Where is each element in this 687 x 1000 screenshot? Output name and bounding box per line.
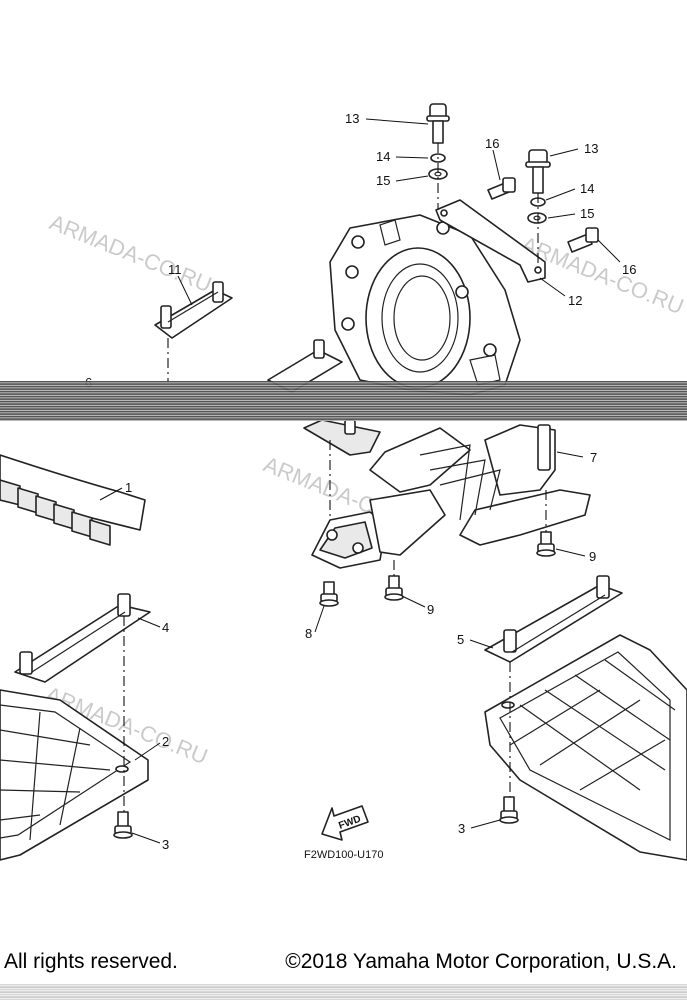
callout-3-a: 3 — [162, 837, 169, 852]
part-8-mount — [311, 489, 446, 569]
part-11-plate — [154, 281, 233, 339]
callout-labels: 13 14 15 16 13 14 15 16 12 11 6 7 1 9 9 … — [85, 111, 636, 852]
callout-9-b: 9 — [427, 602, 434, 617]
part-13-bolt-b — [525, 149, 551, 194]
callout-8: 8 — [305, 626, 312, 641]
callout-1: 1 — [125, 480, 132, 495]
footer-copyright: ©2018 Yamaha Motor Corporation, U.S.A. — [285, 950, 677, 973]
callout-13-b: 13 — [584, 141, 598, 156]
part-15-washer-b — [527, 212, 547, 224]
callout-7: 7 — [590, 450, 597, 465]
part-6-lower-plate — [303, 419, 381, 456]
watermark-1: ARMADA-CO.RU — [46, 209, 215, 297]
part-9-screw-b — [384, 575, 404, 601]
callout-16-b: 16 — [622, 262, 636, 277]
part-3-screw-right — [499, 796, 519, 824]
fwd-arrow-icon: FWD — [321, 805, 369, 841]
callout-12: 12 — [568, 293, 582, 308]
part-12-bracket — [435, 199, 546, 283]
callout-3-b: 3 — [458, 821, 465, 836]
part-9-screw-a — [536, 531, 556, 557]
part-5-spacer — [484, 575, 623, 663]
callout-15-b: 15 — [580, 206, 594, 221]
callout-15-a: 15 — [376, 173, 390, 188]
jet-pump-housing — [329, 214, 521, 396]
assembly-axes — [123, 143, 547, 812]
part-2-ride-plate-left — [0, 689, 149, 861]
scan-artifact-band — [0, 381, 687, 421]
callout-16-a: 16 — [485, 136, 499, 151]
callout-4: 4 — [162, 620, 169, 635]
leader-lines — [99, 118, 621, 844]
part-16-bolt-b — [567, 227, 599, 253]
callout-14-b: 14 — [580, 181, 594, 196]
callout-13-a: 13 — [345, 111, 359, 126]
callout-9-a: 9 — [589, 549, 596, 564]
part-13-bolt-a — [426, 103, 450, 144]
part-1-rubber-strip — [0, 454, 146, 546]
part-2-ride-plate-right — [484, 634, 687, 861]
part-7-intake-grate — [369, 424, 591, 546]
part-16-bolt-a — [487, 177, 516, 200]
callout-2: 2 — [162, 734, 169, 749]
part-4-spacer — [14, 593, 151, 683]
part-3-screw-left — [113, 811, 133, 839]
figure-code: F2WD100-U170 — [304, 849, 383, 861]
scan-artifact-bottom — [0, 984, 687, 1000]
footer-rights: All rights reserved. — [4, 950, 178, 973]
part-8-screw — [319, 581, 339, 607]
callout-5: 5 — [457, 632, 464, 647]
callout-11: 11 — [168, 262, 182, 277]
callout-14-a: 14 — [376, 149, 390, 164]
